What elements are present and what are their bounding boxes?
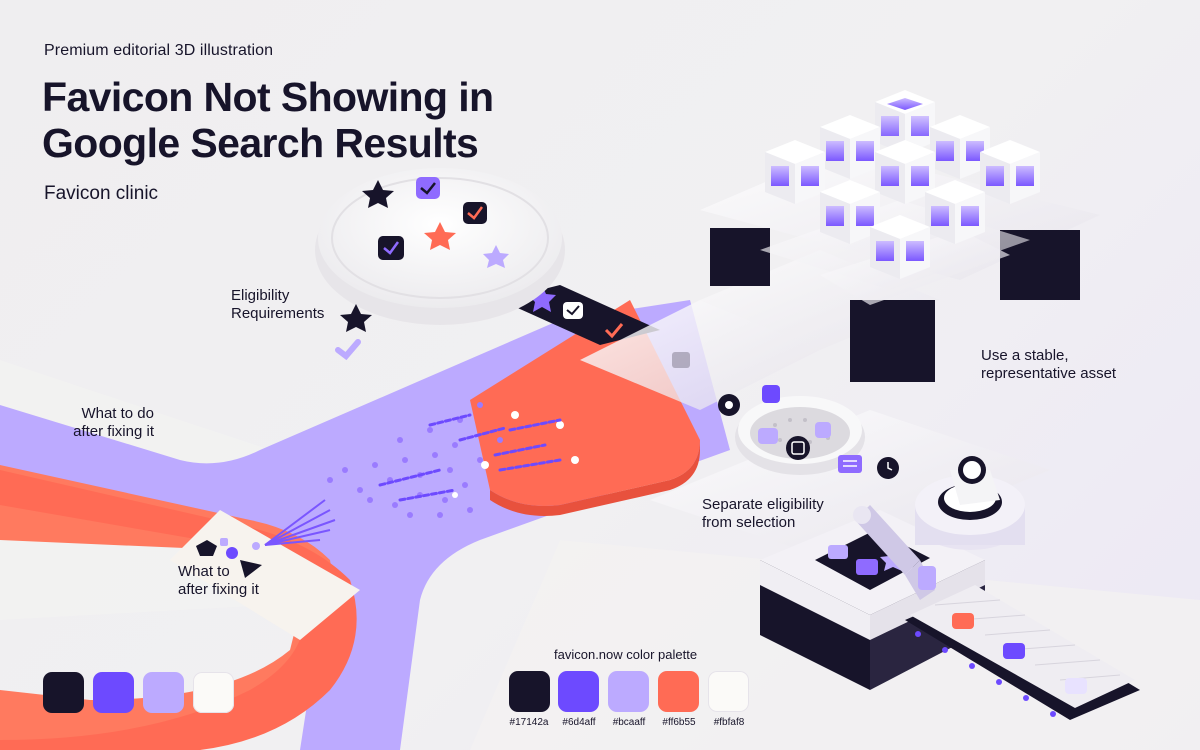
- dot-icon: [220, 538, 228, 546]
- glow-particles: [452, 411, 579, 498]
- glowing-cube-icon: [925, 180, 985, 244]
- glass-plate: [580, 300, 820, 410]
- dot-icon: [252, 542, 260, 550]
- check-badge-icon: [563, 302, 583, 319]
- page-title: Favicon Not Showing in Google Search Res…: [42, 74, 562, 166]
- shelf-pillar: [850, 300, 935, 382]
- favicon-tile-icon: [828, 545, 848, 559]
- color-swatch: [93, 672, 134, 713]
- triangle-icon: [240, 560, 262, 578]
- cube-grid: [765, 90, 1040, 279]
- callout-what-to-do: What to do after fixing it: [68, 405, 154, 441]
- callout-eligibility: Eligibility Requirements: [231, 287, 324, 323]
- favicon-tile-icon: [952, 613, 974, 629]
- check-badge-icon: [378, 236, 404, 260]
- coral-platform-edge: [490, 440, 700, 516]
- color-hex-label: #ff6b55: [662, 717, 696, 728]
- callout-line: Eligibility: [231, 287, 290, 304]
- data-streaks: [378, 413, 562, 502]
- glass-plate: [650, 410, 1050, 560]
- callout-stable-asset: Use a stable, representative asset: [981, 347, 1116, 383]
- robot-arm: [855, 505, 920, 575]
- favicon-tile-icon: [1003, 643, 1025, 659]
- color-hex-label: #bcaaff: [612, 717, 646, 728]
- star-icon: [362, 180, 394, 208]
- glowing-cube-icon: [870, 215, 930, 279]
- color-hex-label: #17142a: [509, 717, 549, 728]
- color-swatch: [509, 671, 550, 712]
- page-title-line: Google Search Results: [42, 120, 479, 166]
- favicon-tile-icon: [758, 428, 778, 444]
- glowing-cube-icon: [875, 140, 935, 204]
- color-swatch: [708, 671, 749, 712]
- cream-card: [170, 510, 360, 640]
- callout-line: from selection: [702, 514, 796, 531]
- callout-what-to: What to after fixing it: [178, 563, 259, 599]
- eyebrow-text: Premium editorial 3D illustration: [44, 42, 274, 59]
- check-badge-icon: [463, 202, 487, 224]
- check-icon: [604, 323, 624, 339]
- shelf-pillar: [710, 228, 770, 286]
- favicon-tile-icon: [856, 559, 878, 575]
- favicon-tile-icon: [815, 422, 831, 438]
- callout-line: What to: [178, 563, 230, 580]
- color-swatch: [143, 672, 184, 713]
- data-particles: [327, 402, 503, 518]
- glowing-cube-icon: [765, 140, 825, 204]
- callout-separate: Separate eligibility from selection: [702, 496, 824, 532]
- grid-badge-icon: [786, 436, 810, 460]
- color-hex-label: #fbfaf8: [713, 717, 745, 728]
- color-swatch: [193, 672, 234, 713]
- palette-title: favicon.now color palette: [554, 647, 698, 662]
- color-swatch: [658, 671, 699, 712]
- particle-beam: [264, 499, 336, 546]
- belt-rollers: [915, 631, 1056, 717]
- color-swatch: [608, 671, 649, 712]
- star-icon: [528, 285, 556, 312]
- page-title-line: Favicon Not Showing in: [42, 74, 494, 120]
- callout-line: representative asset: [981, 365, 1117, 382]
- callout-line: after fixing it: [178, 581, 259, 598]
- star-icon: [340, 304, 372, 332]
- star-icon: [424, 222, 456, 250]
- favicon-tile-icon: [1065, 678, 1087, 694]
- callout-line: after fixing it: [73, 423, 154, 440]
- callout-line: What to do: [81, 405, 154, 422]
- list-icon: [838, 455, 862, 473]
- pointer-badge-icon: [762, 385, 780, 403]
- callout-line: Requirements: [231, 305, 325, 322]
- hexagon-icon: [196, 540, 217, 556]
- callout-line: Use a stable,: [981, 347, 1069, 364]
- glowing-cube-icon: [875, 90, 935, 154]
- check-icon: [335, 339, 361, 361]
- dot-icon: [226, 547, 238, 559]
- glowing-cube-icon: [820, 115, 880, 179]
- callout-line: Separate eligibility: [702, 496, 824, 513]
- star-icon: [483, 245, 509, 268]
- color-swatch: [558, 671, 599, 712]
- color-swatch: [43, 672, 84, 713]
- glowing-cube-icon: [980, 140, 1040, 204]
- page-subtitle: Favicon clinic: [44, 183, 159, 204]
- color-hex-label: #6d4aff: [562, 717, 596, 728]
- check-badge-icon: [416, 177, 440, 199]
